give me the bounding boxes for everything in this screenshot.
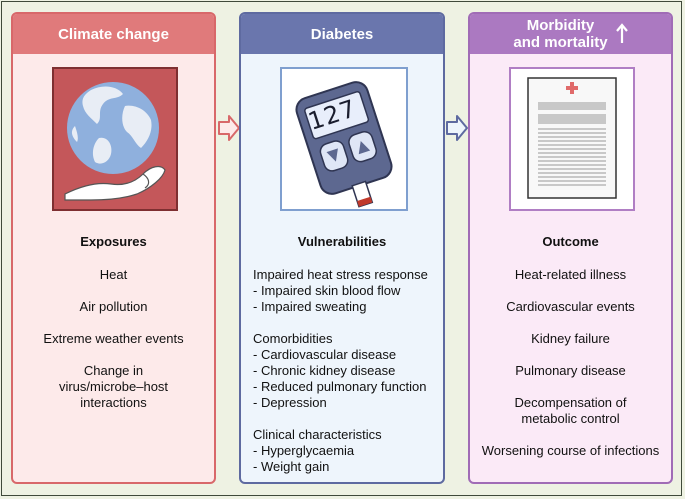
outcome-body: Outcome Heat-related illness Cardiovascu… bbox=[470, 54, 671, 482]
outcome-item: Heat-related illness bbox=[514, 267, 627, 282]
glucometer-icon bbox=[280, 67, 408, 211]
diabetes-panel: Diabetes 127 Vulnerabilities Impaired he… bbox=[239, 12, 445, 484]
vulnerability-line: Clinical characteristics bbox=[253, 427, 382, 442]
exposure-item: Change in virus/microbe–host interaction… bbox=[58, 363, 169, 410]
right-arrow-icon bbox=[446, 115, 468, 141]
exposures-title: Exposures bbox=[80, 234, 147, 249]
vulnerabilities-title: Vulnerabilities bbox=[297, 234, 387, 249]
outcome-item: Decompensation of metabolic control bbox=[514, 395, 627, 426]
exposure-item: Air pollution bbox=[79, 299, 148, 314]
diabetes-body: 127 Vulnerabilities Impaired heat stress… bbox=[241, 54, 443, 482]
outcome-title: Outcome bbox=[542, 234, 599, 249]
morbidity-mortality-panel: Morbidity and mortality bbox=[468, 12, 673, 484]
right-arrow-icon bbox=[218, 115, 240, 141]
vulnerability-line: Impaired heat stress response bbox=[253, 267, 428, 282]
outcome-item: Cardiovascular events bbox=[506, 299, 635, 314]
exposure-item: Heat bbox=[99, 267, 128, 282]
outcome-item: Worsening course of infections bbox=[481, 443, 660, 458]
climate-change-panel: Climate change Exposures Heat Air pollut… bbox=[11, 12, 216, 484]
vulnerability-line: - Chronic kidney disease bbox=[253, 363, 396, 378]
vulnerability-line: - Depression bbox=[253, 395, 327, 410]
vulnerability-line: Comorbidities bbox=[253, 331, 333, 346]
vulnerability-line: - Reduced pulmonary function bbox=[253, 379, 427, 394]
exposure-item: Extreme weather events bbox=[43, 331, 184, 346]
globe-in-hand-icon bbox=[52, 67, 178, 211]
vulnerability-line: - Cardiovascular disease bbox=[253, 347, 397, 362]
diabetes-header: Diabetes bbox=[241, 14, 443, 54]
up-arrow-icon bbox=[615, 23, 628, 43]
morbidity-mortality-header: Morbidity and mortality bbox=[470, 14, 671, 54]
vulnerability-line: - Impaired skin blood flow bbox=[253, 283, 401, 298]
climate-change-header: Climate change bbox=[13, 14, 214, 54]
header-line: and mortality bbox=[513, 34, 608, 51]
outcome-item: Kidney failure bbox=[531, 331, 610, 346]
medical-report-icon bbox=[509, 67, 635, 211]
vulnerability-line: - Hyperglycaemia bbox=[253, 443, 355, 458]
vulnerability-line: - Weight gain bbox=[253, 459, 330, 474]
outcome-item: Pulmonary disease bbox=[515, 363, 626, 378]
climate-change-body: Exposures Heat Air pollution Extreme wea… bbox=[13, 54, 214, 482]
header-line: Morbidity bbox=[526, 17, 595, 34]
vulnerability-line: - Impaired sweating bbox=[253, 299, 367, 314]
